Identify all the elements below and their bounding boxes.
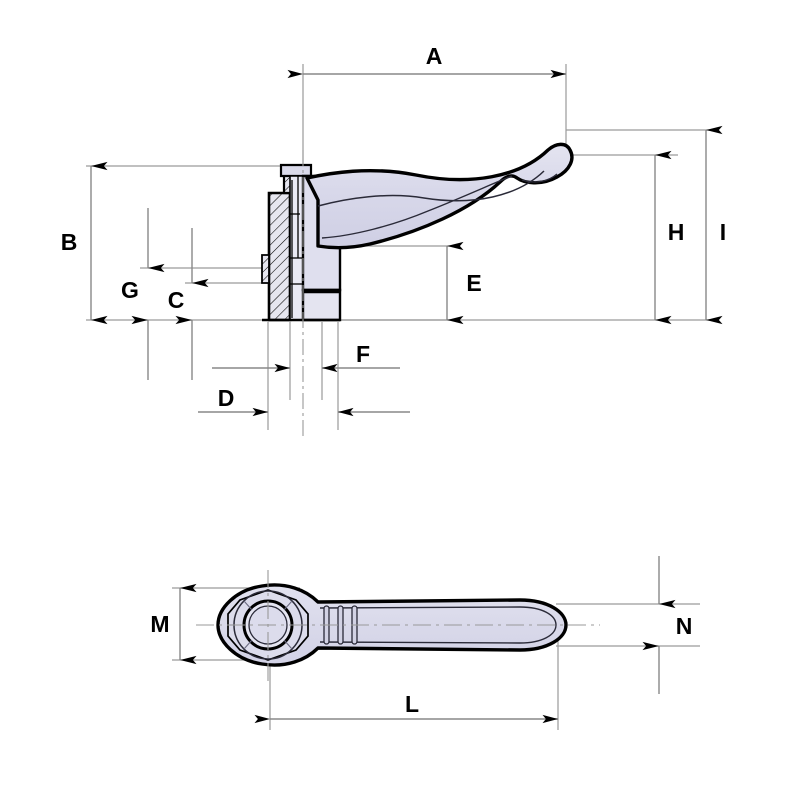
dimension-I: I <box>705 125 726 325</box>
hub-left-step <box>261 254 270 284</box>
dimension-F-label: F <box>356 341 370 367</box>
hub-internal-detail-lines <box>290 176 303 318</box>
plan-rib-slot-2 <box>337 605 344 645</box>
handle-tip-contour <box>521 173 558 183</box>
dimension-A-label: A <box>426 43 443 69</box>
dimension-D: D <box>198 385 410 417</box>
hub-top-cap <box>279 163 313 178</box>
dimension-F: F <box>212 341 400 373</box>
hub-section-assembly <box>261 163 342 322</box>
lever-handle-outline <box>305 142 574 250</box>
dimension-H-label: H <box>668 219 685 245</box>
dimension-M: M <box>150 583 197 665</box>
dimension-E: E <box>446 241 482 325</box>
dimension-E-label: E <box>466 270 481 296</box>
dimension-H: H <box>654 150 685 325</box>
dimension-G: G <box>121 208 165 380</box>
dimension-B: B <box>61 161 108 325</box>
dimension-A: A <box>287 43 566 79</box>
handle-lower-parting-line <box>321 175 513 239</box>
dimension-D-label: D <box>218 385 235 411</box>
handle-top-parting-line <box>317 170 545 207</box>
dimension-C-label: C <box>168 287 185 313</box>
side-elevation-view: A B G C E <box>61 43 726 440</box>
lever-handle-side-profile <box>305 142 574 250</box>
dimension-C: C <box>168 228 209 380</box>
dimension-L: L <box>254 691 558 724</box>
plan-view: M L N <box>150 556 700 730</box>
dimension-N: N <box>642 556 693 694</box>
dimension-B-label: B <box>61 229 78 255</box>
dimension-N-label: N <box>676 613 693 639</box>
hub-flange-section <box>267 191 292 322</box>
plan-arm-inner-contour <box>319 606 557 644</box>
threaded-stud <box>301 288 342 322</box>
dimension-M-label: M <box>150 611 169 637</box>
dimension-G-label: G <box>121 277 139 303</box>
dimension-I-label: I <box>720 219 726 245</box>
dimension-L-label: L <box>405 691 419 717</box>
